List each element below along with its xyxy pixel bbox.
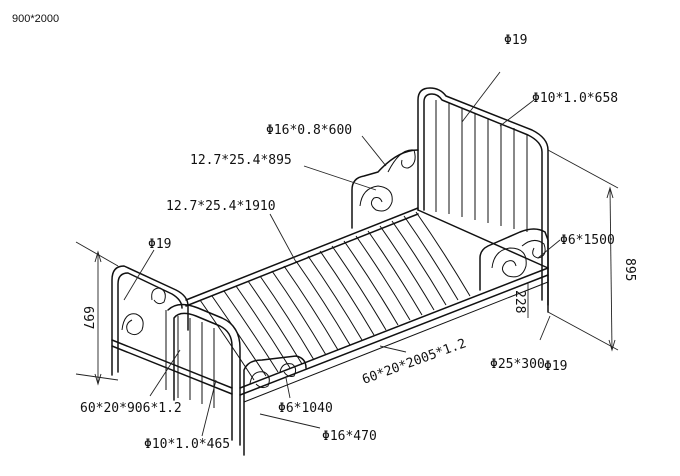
label-phi16-470: Φ16*470: [322, 429, 377, 444]
label-phi19-foot: Φ19: [544, 359, 567, 374]
label-dim-228: 228: [512, 290, 527, 313]
side-rails: [185, 207, 549, 403]
footboard: [111, 265, 549, 456]
label-rect-1910: 12.7*25.4*1910: [166, 199, 276, 214]
label-phi16-600: Φ16*0.8*600: [266, 123, 352, 138]
label-phi19-top: Φ19: [504, 33, 527, 48]
label-rail-2005: 60*20*2005*1.2: [360, 336, 468, 388]
label-dim-895: 895: [622, 258, 637, 281]
size-note: 900*2000: [12, 13, 59, 25]
label-rail-906: 60*20*906*1.2: [80, 401, 182, 416]
annotation-labels: 900*2000 Φ19 Φ10*1.0*658 Φ16*0.8*600 12.…: [12, 13, 637, 452]
label-phi25-300: Φ25*300: [490, 357, 545, 372]
label-phi10-658: Φ10*1.0*658: [532, 91, 618, 106]
label-phi6-1040: Φ6*1040: [278, 401, 333, 416]
label-phi19-left: Φ19: [148, 237, 171, 252]
slats: [199, 211, 471, 381]
label-phi10-465: Φ10*1.0*465: [144, 437, 230, 452]
headboard: [351, 87, 549, 306]
dimension-lines: [75, 71, 619, 437]
label-dim-697: 697: [80, 306, 95, 329]
label-rect-895: 12.7*25.4*895: [190, 153, 292, 168]
label-phi6-1500: Φ6*1500: [560, 233, 615, 248]
